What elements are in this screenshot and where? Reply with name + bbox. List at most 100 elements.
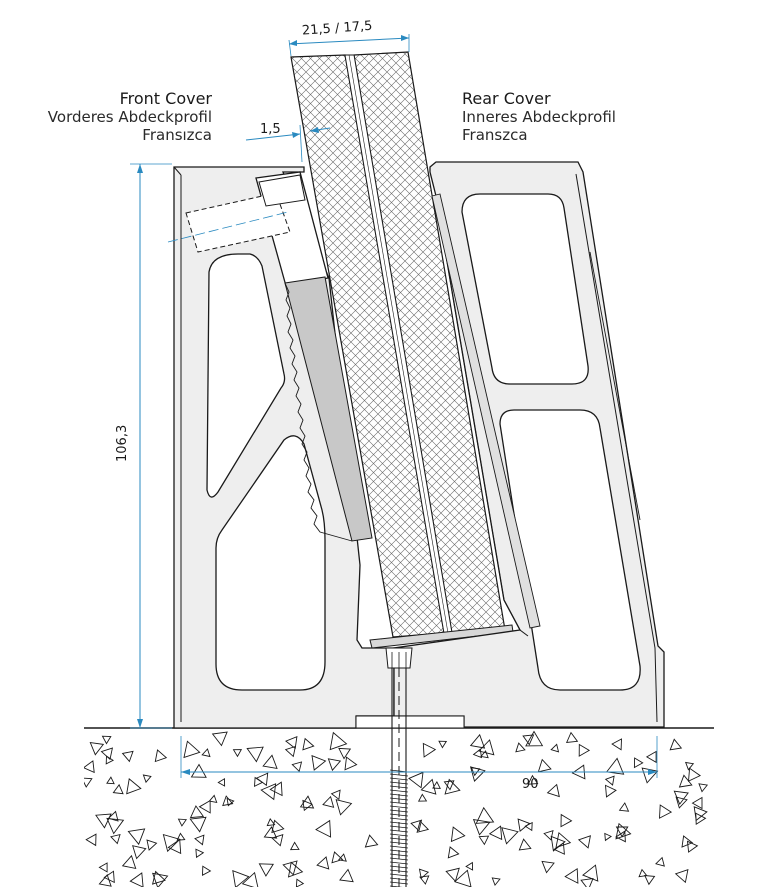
thread-line	[389, 837, 409, 841]
aggregate-stone	[327, 758, 342, 772]
aggregate-stone	[525, 730, 544, 747]
aggregate-stone	[338, 747, 352, 760]
front-cover-profile	[167, 166, 395, 729]
aggregate-stone	[432, 780, 441, 789]
gap-value: 1,5	[260, 122, 281, 137]
aggregate-stone	[686, 840, 699, 853]
aggregate-stone	[183, 740, 201, 759]
thread-line	[389, 849, 409, 853]
dimension-gap: 1,5	[245, 122, 331, 163]
dimension-height: 106,3	[115, 163, 172, 729]
front-cover-title: Front Cover	[120, 89, 213, 108]
aggregate-stone	[263, 826, 278, 839]
thread-line	[389, 833, 409, 837]
aggregate-stone	[195, 848, 205, 859]
aggregate-stone	[98, 874, 112, 887]
aggregate-stone	[291, 761, 303, 773]
aggregate-stone	[698, 783, 709, 793]
front-clamp-block	[185, 192, 291, 253]
aggregate-stone	[190, 763, 207, 778]
aggregate-stone	[537, 758, 552, 773]
aggregate-stone	[674, 869, 689, 884]
aggregate-stone	[311, 754, 327, 771]
aggregate-stone	[258, 863, 274, 877]
thread-line	[389, 821, 409, 825]
aggregate-stone	[618, 802, 630, 812]
thread-line	[389, 813, 409, 817]
front-profile-cavity-lower	[215, 435, 326, 691]
aggregate-stone	[330, 789, 341, 801]
aggregate-stone	[644, 874, 656, 886]
height-value: 106,3	[115, 425, 130, 462]
thread-line	[389, 805, 409, 809]
aggregate-stone	[110, 833, 121, 845]
aggregate-stone	[194, 834, 205, 846]
aggregate-stone	[611, 738, 622, 751]
aggregate-stone	[501, 827, 519, 845]
aggregate-stone	[226, 797, 235, 807]
aggregate-stone	[408, 771, 424, 789]
front-gasket	[284, 276, 373, 542]
aggregate-stone	[417, 793, 428, 802]
aggregate-stone	[685, 761, 695, 771]
thread-line	[389, 809, 409, 813]
aggregate-stone	[162, 833, 181, 853]
aggregate-stone	[580, 878, 594, 887]
aggregate-stone	[645, 750, 657, 764]
concrete-slab	[84, 727, 714, 887]
aggregate-stone	[543, 830, 554, 841]
aggregate-stone	[339, 868, 354, 883]
aggregate-stone	[335, 799, 353, 816]
aggregate-stone	[555, 831, 572, 849]
thread-line	[389, 861, 409, 865]
aggregate-stone	[419, 875, 430, 885]
thread-line	[389, 881, 409, 885]
aggregate-stone	[202, 865, 212, 876]
aggregate-stone	[246, 746, 264, 763]
bolt-thread	[389, 769, 409, 887]
aggregate-stone	[121, 750, 134, 763]
aggregate-stone	[669, 738, 683, 751]
aggregate-stone	[475, 806, 495, 824]
thread-line	[389, 777, 409, 781]
rear-profile-cavity-upper	[461, 193, 589, 385]
rear-cover-line-de: Inneres Abdeckprofil	[462, 108, 616, 126]
aggregate-stone	[638, 868, 648, 878]
dimension-glass-thickness: 21,5 / 17,5	[288, 19, 410, 57]
aggregate-stone	[289, 841, 300, 851]
thread-line	[389, 785, 409, 789]
aggregate-stone	[469, 766, 486, 782]
aggregate-stone	[269, 781, 283, 797]
aggregate-stone	[364, 834, 379, 848]
aggregate-stone	[678, 774, 693, 788]
base-plate	[355, 715, 465, 729]
aggregate-stone	[127, 828, 146, 846]
aggregate-stone	[655, 856, 665, 867]
aggregate-stone	[546, 783, 560, 798]
aggregate-stone	[675, 796, 688, 809]
aggregate-stone	[615, 822, 632, 840]
thread-line	[389, 841, 409, 845]
aggregate-stone	[176, 832, 186, 841]
aggregate-stone	[465, 861, 474, 871]
aggregate-stone	[687, 767, 701, 782]
aggregate-stone	[578, 743, 591, 757]
front-cover-line-de: Vorderes Abdeckprofil	[48, 108, 212, 126]
aggregate-stone	[255, 772, 269, 787]
aggregate-stone	[445, 867, 460, 883]
aggregate-stone	[100, 747, 114, 761]
aggregate-stone	[177, 818, 188, 827]
aggregate-stone	[189, 805, 205, 819]
thread-line	[389, 865, 409, 869]
aggregate-stone	[416, 820, 430, 833]
aggregate-stone	[167, 838, 182, 855]
aggregate-stone	[146, 839, 158, 851]
aggregate-stone	[132, 845, 147, 860]
thread-line	[389, 801, 409, 805]
thread-line	[389, 885, 403, 887]
aggregate-stone	[329, 731, 348, 751]
aggregate-stone	[282, 860, 298, 876]
thread-line	[389, 869, 409, 873]
aggregate-stone	[491, 877, 501, 886]
